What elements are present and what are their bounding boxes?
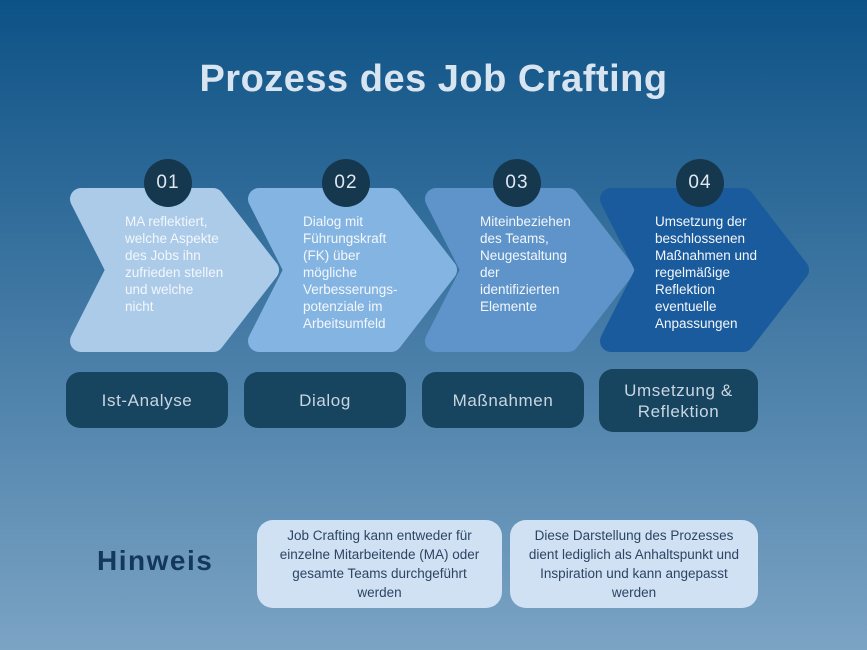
step-arrow-3 xyxy=(425,188,634,352)
note-text-2: Diese Darstellung des Prozesses dient le… xyxy=(528,528,740,600)
step-description-2: Dialog mit Führungskraft (FK) über mögli… xyxy=(303,214,398,331)
note-box-1: Job Crafting kann entweder für einzelne … xyxy=(257,520,502,608)
step-label-4: Umsetzung & Reflektion xyxy=(624,380,733,421)
step-number-2: 02 xyxy=(334,172,358,193)
note-box-2: Diese Darstellung des Prozesses dient le… xyxy=(510,520,758,608)
note-text-1: Job Crafting kann entweder für einzelne … xyxy=(279,528,480,600)
step-number-3: 03 xyxy=(505,172,529,193)
note-heading: Hinweis xyxy=(97,545,214,576)
step-arrow-1 xyxy=(70,188,279,352)
step-number-badge-2: 02 xyxy=(322,159,370,207)
step-number-1: 01 xyxy=(156,172,180,193)
step-arrow-4 xyxy=(600,188,809,352)
step-number-badge-4: 04 xyxy=(676,159,724,207)
step-description-3: Miteinbeziehen des Teams, Neugestaltung … xyxy=(480,214,571,314)
step-label-box-3: Maßnahmen xyxy=(422,372,584,428)
step-number-badge-3: 03 xyxy=(493,159,541,207)
step-label-box-4: Umsetzung & Reflektion xyxy=(599,369,758,432)
step-label-1: Ist-Analyse xyxy=(101,390,193,410)
page-title: Prozess des Job Crafting xyxy=(199,58,668,100)
step-number-badge-1: 01 xyxy=(144,159,192,207)
step-label-2: Dialog xyxy=(299,390,351,410)
step-description-4: Umsetzung der beschlossenen Maßnahmen un… xyxy=(655,214,758,331)
step-arrow-2 xyxy=(248,188,457,352)
step-number-4: 04 xyxy=(688,172,712,193)
step-label-box-2: Dialog xyxy=(244,372,406,428)
step-label-box-1: Ist-Analyse xyxy=(66,372,228,428)
step-label-3: Maßnahmen xyxy=(452,390,554,410)
step-description-1: MA reflektiert, welche Aspekte des Jobs … xyxy=(125,214,224,314)
